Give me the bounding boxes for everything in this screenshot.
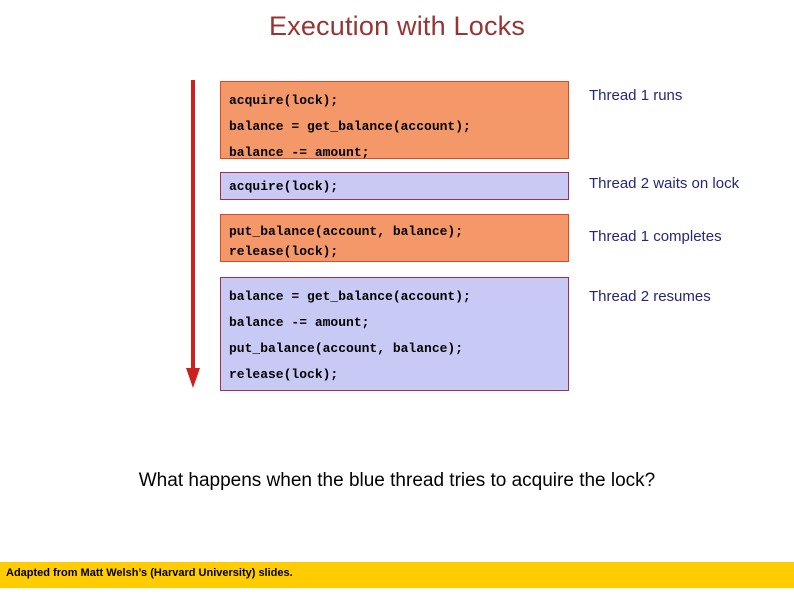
thread-annotation-2: Thread 2 waits on lock bbox=[589, 175, 740, 192]
question-prompt: What happens when the blue thread tries … bbox=[138, 470, 656, 491]
timeline-down-arrow-icon bbox=[184, 80, 204, 390]
code-line: acquire(lock); bbox=[229, 179, 339, 194]
code-line: release(lock); bbox=[229, 367, 339, 382]
footer-credit-text: Adapted from Matt Welsh’s (Harvard Unive… bbox=[6, 567, 293, 579]
footer-bar bbox=[0, 562, 794, 588]
code-line: balance = get_balance(account); bbox=[229, 289, 471, 304]
thread-annotation-1: Thread 1 runs bbox=[589, 87, 683, 104]
page-title: Execution with Locks bbox=[268, 11, 526, 41]
code-line: balance = get_balance(account); bbox=[229, 119, 471, 134]
code-block-thread2-resumes: balance = get_balance(account); balance … bbox=[220, 277, 569, 391]
code-line: acquire(lock); bbox=[229, 93, 339, 108]
code-block-thread2-waits: acquire(lock); bbox=[220, 172, 569, 200]
code-block-thread1-start: acquire(lock); balance = get_balance(acc… bbox=[220, 81, 569, 160]
code-line: balance -= amount; bbox=[229, 145, 370, 160]
code-line: balance -= amount; bbox=[229, 315, 370, 330]
thread-annotation-3: Thread 1 completes bbox=[589, 228, 722, 245]
code-line: put_balance(account, balance); bbox=[229, 341, 464, 356]
thread-annotation-4: Thread 2 resumes bbox=[589, 288, 711, 305]
code-block-thread1-completes: put_balance(account, balance); release(l… bbox=[220, 214, 569, 262]
code-line: release(lock); bbox=[229, 244, 339, 259]
code-line: put_balance(account, balance); bbox=[229, 224, 464, 239]
